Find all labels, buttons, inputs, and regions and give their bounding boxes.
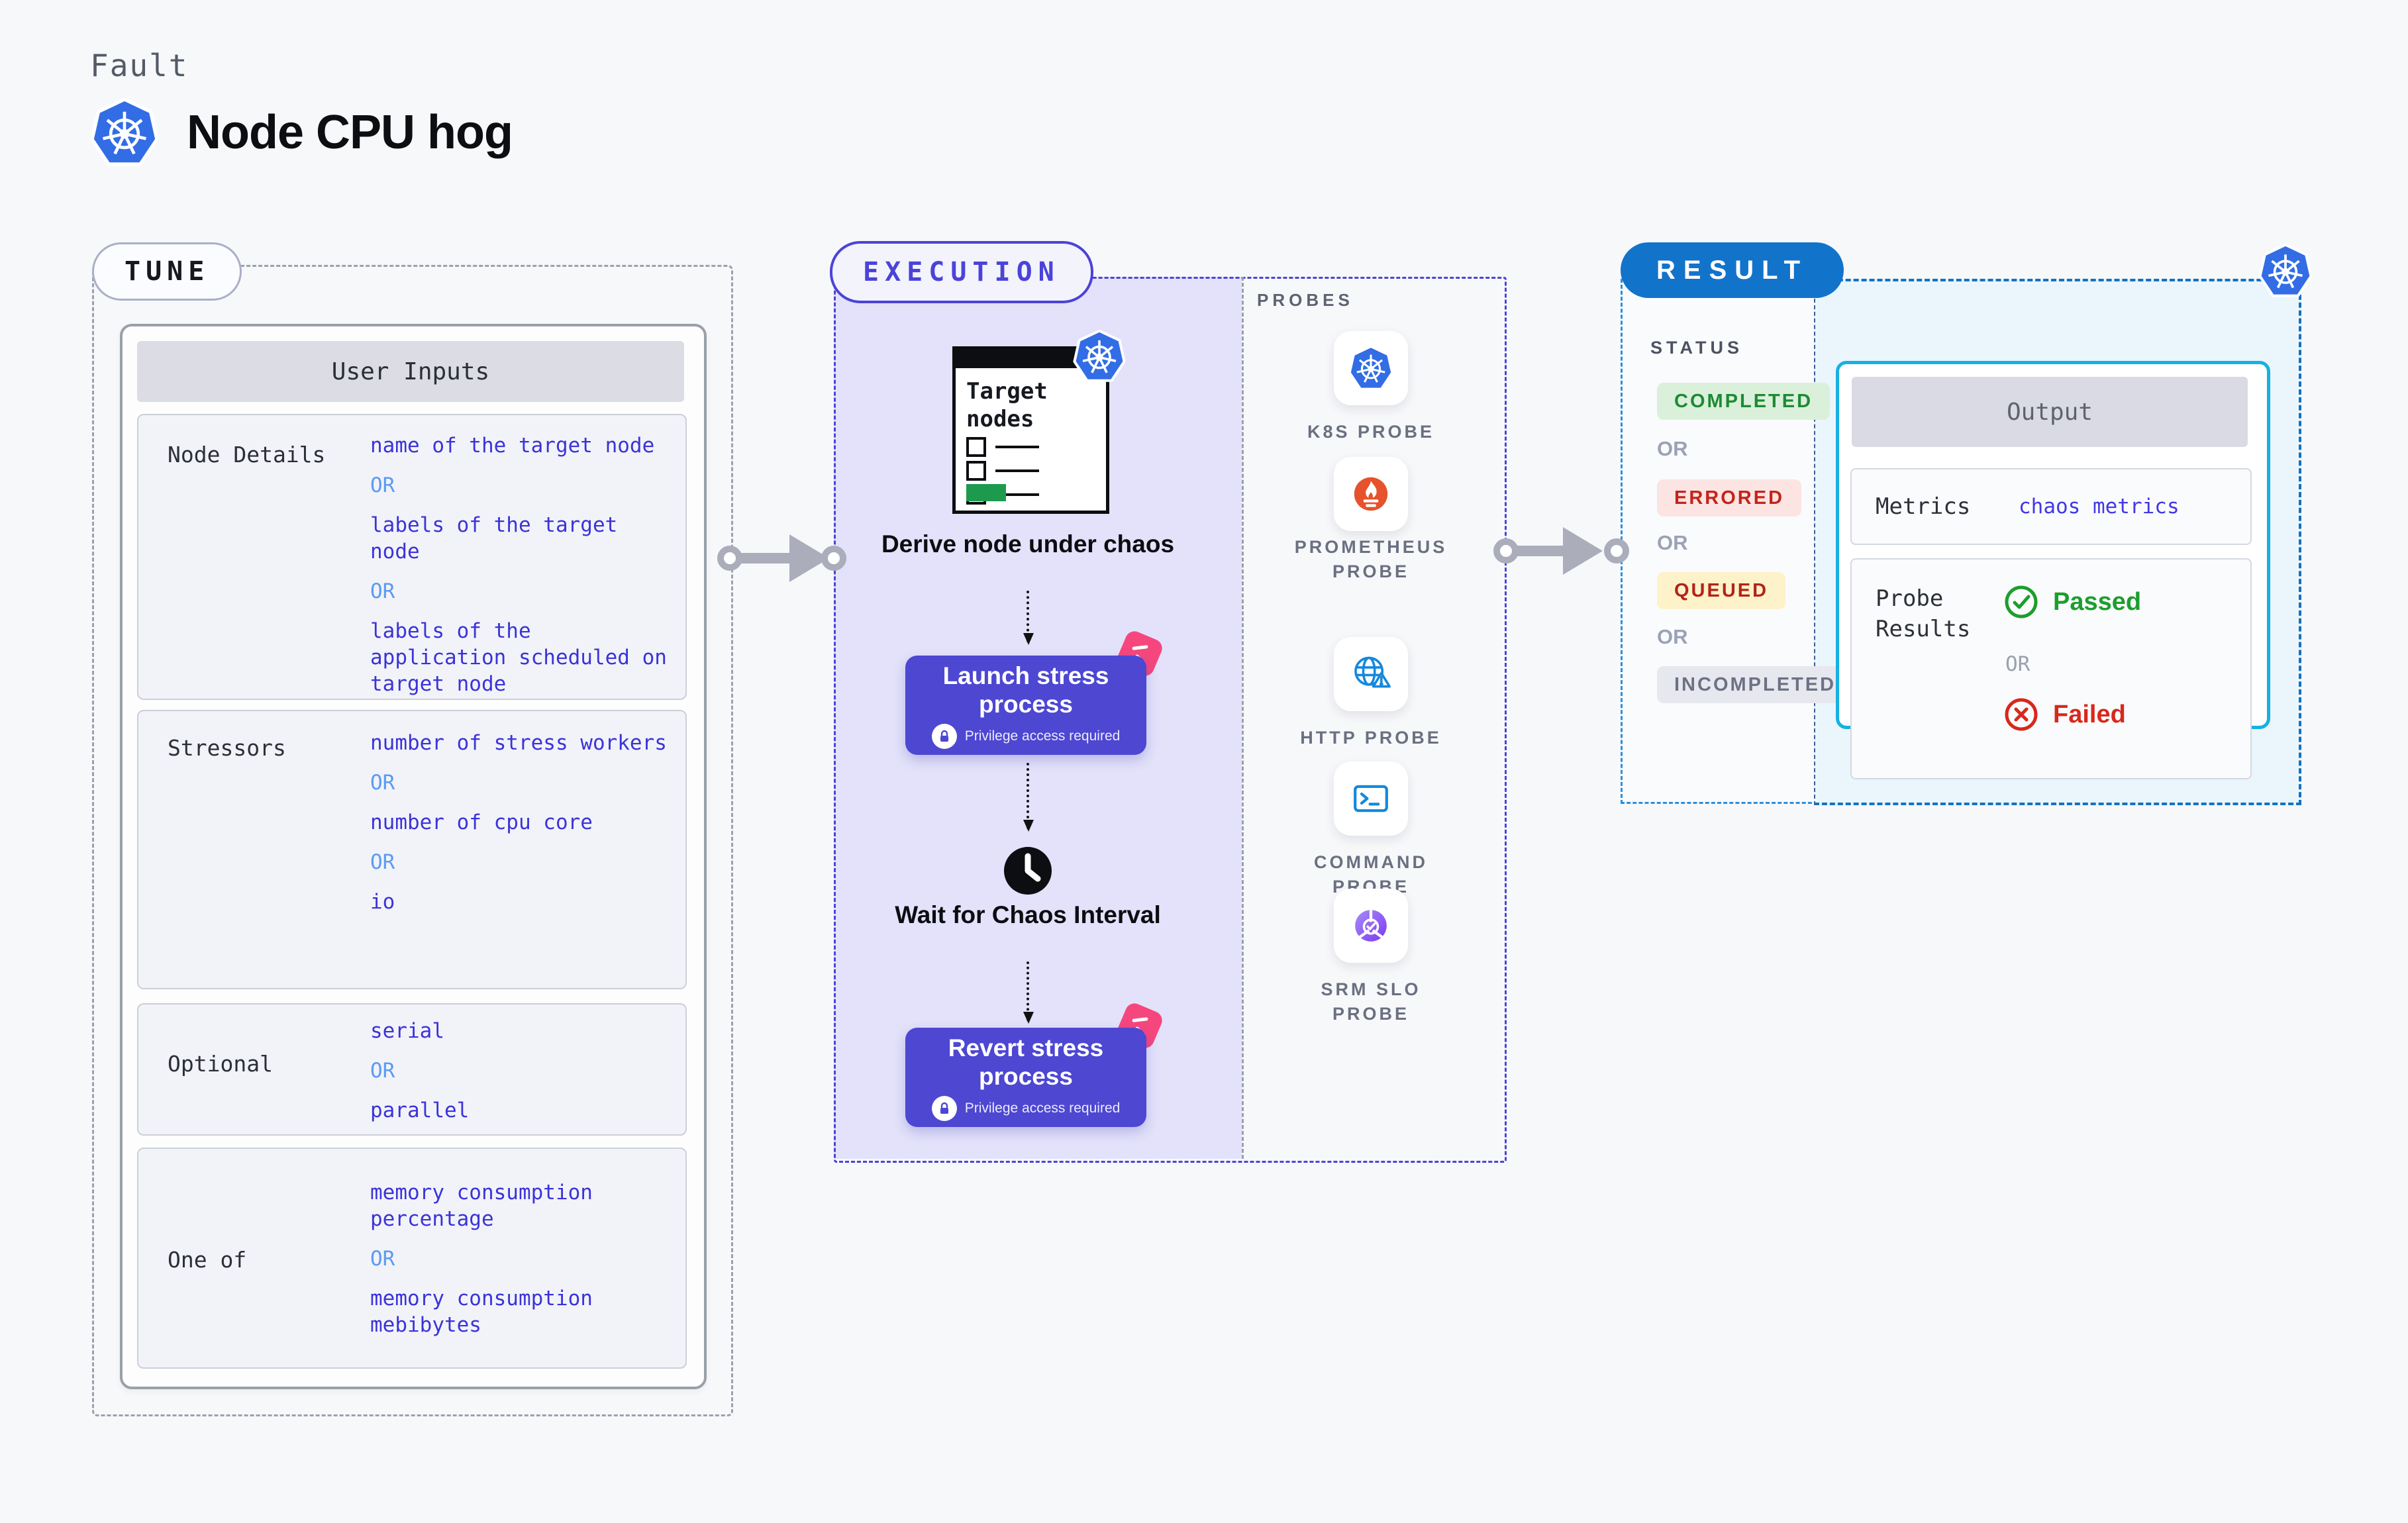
- flow-arrow-down: [1023, 763, 1034, 832]
- output-header: Output: [1852, 377, 2248, 447]
- result-badge: RESULT: [1621, 242, 1844, 298]
- row-option: memory consumption mebibytes: [370, 1287, 593, 1337]
- prometheus-probe-icon[interactable]: [1334, 457, 1408, 531]
- metrics-value: chaos metrics: [2019, 495, 2180, 518]
- status-badge-completed: COMPLETED: [1657, 383, 1831, 420]
- or-separator: OR: [370, 1059, 395, 1083]
- probe-failed-result: Failed: [2004, 697, 2126, 732]
- page-title-bar: Node CPU hog: [90, 97, 513, 167]
- kubernetes-icon: [1073, 329, 1126, 383]
- probe-label: COMMAND PROBE: [1314, 852, 1428, 897]
- or-separator: OR: [1657, 625, 1688, 648]
- execution-panel: [834, 277, 1507, 1163]
- status-column-label: STATUS: [1650, 338, 1743, 358]
- table-row-optional: Optional serial OR parallel: [137, 1003, 687, 1136]
- status-badge-incompleted: INCOMPLETED: [1657, 666, 1854, 703]
- row-label: Stressors: [168, 735, 286, 761]
- output-probe-results-row: Probe Results Passed OR Failed: [1850, 558, 2252, 779]
- clock-icon: [1003, 846, 1052, 898]
- or-separator: OR: [370, 473, 395, 497]
- revert-stress-process-button[interactable]: Revert stress process Privilege access r…: [905, 1028, 1146, 1127]
- kubernetes-icon: [2258, 243, 2313, 298]
- row-option: number of cpu core: [370, 811, 593, 834]
- row-option: parallel: [370, 1099, 470, 1122]
- node-checkbox-row: [966, 461, 1039, 481]
- probe-label: SRM SLO PROBE: [1321, 979, 1421, 1024]
- probe-results-label: Probe Results: [1876, 585, 1971, 642]
- k8s-probe-icon[interactable]: [1334, 331, 1408, 405]
- row-label: Node Details: [168, 442, 326, 467]
- page-title: Node CPU hog: [187, 106, 513, 159]
- privilege-note: Privilege access required: [964, 1101, 1121, 1116]
- row-option: labels of the application scheduled on t…: [370, 619, 667, 696]
- metrics-label: Metrics: [1876, 493, 1971, 520]
- lock-icon: [931, 724, 957, 749]
- row-option: name of the target node: [370, 434, 655, 458]
- row-option: io: [370, 890, 395, 914]
- row-option: memory consumption percentage: [370, 1181, 593, 1231]
- result-status-panel: [1621, 279, 1818, 804]
- probe-passed-result: Passed: [2004, 585, 2141, 619]
- execution-probes-divider: [1242, 277, 1244, 1159]
- row-option: number of stress workers: [370, 731, 667, 755]
- kubernetes-icon: [90, 97, 159, 167]
- or-separator: OR: [1657, 531, 1688, 554]
- fault-kicker: Fault: [90, 48, 189, 83]
- execution-badge: EXECUTION: [830, 241, 1093, 303]
- probe-label: PROMETHEUS PROBE: [1294, 537, 1448, 581]
- table-row-node-details: Node Details name of the target node OR …: [137, 414, 687, 700]
- or-separator: OR: [370, 579, 395, 603]
- probe-label: HTTP PROBE: [1300, 728, 1442, 748]
- or-separator: OR: [1657, 437, 1688, 460]
- x-circle-icon: [2005, 698, 2038, 731]
- table-row-one-of: One of memory consumption percentage OR …: [137, 1148, 687, 1369]
- user-inputs-header: User Inputs: [137, 341, 684, 402]
- selection-highlight-bar: [966, 484, 1006, 501]
- or-separator: OR: [370, 1247, 395, 1271]
- button-label: Revert stress process: [948, 1034, 1104, 1090]
- status-badge-queued: QUEUED: [1657, 572, 1786, 609]
- privilege-note: Privilege access required: [964, 728, 1121, 744]
- output-metrics-row: Metrics chaos metrics: [1850, 468, 2252, 545]
- row-option: serial: [370, 1019, 444, 1043]
- check-circle-icon: [2005, 585, 2038, 618]
- or-separator: OR: [2005, 652, 2031, 676]
- command-probe-icon[interactable]: [1334, 762, 1408, 836]
- launch-stress-process-button[interactable]: Launch stress process Privilege access r…: [905, 656, 1146, 755]
- probes-section-label: PROBES: [1257, 290, 1354, 310]
- row-option: labels of the target node: [370, 513, 618, 564]
- derive-step-label: Derive node under chaos: [881, 530, 1175, 558]
- or-separator: OR: [370, 771, 395, 795]
- lock-icon: [931, 1096, 957, 1121]
- srm-slo-probe-icon[interactable]: [1334, 889, 1408, 963]
- wait-step-label: Wait for Chaos Interval: [895, 901, 1161, 928]
- row-label: Optional: [168, 1051, 273, 1077]
- status-badge-errored: ERRORED: [1657, 479, 1802, 516]
- flow-arrow-down: [1023, 591, 1034, 645]
- flow-arrow-down: [1023, 961, 1034, 1024]
- or-separator: OR: [370, 850, 395, 874]
- tune-badge: TUNE: [92, 242, 242, 301]
- tune-panel: [92, 265, 733, 1416]
- button-label: Launch stress process: [942, 662, 1109, 718]
- probe-label: K8S PROBE: [1307, 422, 1435, 442]
- node-checkbox-row: [966, 437, 1039, 457]
- http-probe-icon[interactable]: [1334, 637, 1408, 711]
- target-nodes-title: Target nodes: [966, 378, 1048, 432]
- row-label: One of: [168, 1247, 247, 1273]
- table-row-stressors: Stressors number of stress workers OR nu…: [137, 710, 687, 989]
